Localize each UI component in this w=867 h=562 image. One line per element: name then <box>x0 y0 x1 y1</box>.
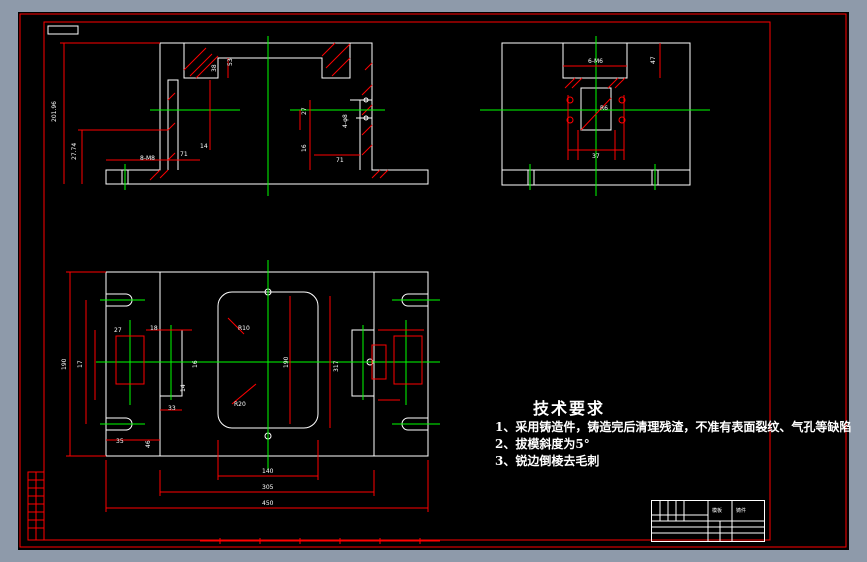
side-view <box>480 36 710 196</box>
title-block-name: 模板 <box>712 508 723 514</box>
dim-6m6: 6-M6 <box>588 58 603 65</box>
drawing-sheet: 201.96 27.74 8-M8 71 14 38 53 27 4-φ8 16… <box>18 12 849 550</box>
dim-plan-33: 33 <box>168 405 176 412</box>
plan-dim-text: 190 17 27 18 16 33 35 14 46 190 317 R10 … <box>61 325 340 507</box>
corner-tag <box>47 25 79 35</box>
tech-title: 技术要求 <box>533 399 606 418</box>
plan-view <box>66 260 440 512</box>
dim-53: 53 <box>227 58 234 66</box>
dim-side-r: R6 <box>600 105 608 112</box>
plan-dims <box>66 271 429 512</box>
front-view <box>60 36 429 196</box>
dim-plan-14: 14 <box>180 384 187 392</box>
title-block-material: 铸件 <box>736 508 747 514</box>
dim-right-71: 71 <box>336 157 344 164</box>
dim-14: 14 <box>200 143 208 150</box>
dim-right-27: 27 <box>301 107 308 115</box>
left-legend <box>27 471 45 541</box>
dim-plan-18: 18 <box>150 325 158 332</box>
dim-total-height: 201.96 <box>51 101 58 122</box>
dim-16: 16 <box>301 144 308 152</box>
dim-plan-inner: 190 <box>283 356 290 368</box>
dim-plan-r20: R20 <box>234 401 246 408</box>
dim-plan-h1: 190 <box>61 358 68 370</box>
dim-71: 71 <box>180 151 188 158</box>
dim-plan-h2: 17 <box>77 360 84 368</box>
plan-centerlines <box>96 260 440 470</box>
front-centerlines <box>124 36 385 196</box>
dim-4phi8: 4-φ8 <box>342 114 349 128</box>
side-hatch <box>564 77 626 89</box>
drawing-canvas: 201.96 27.74 8-M8 71 14 38 53 27 4-φ8 16… <box>19 13 847 548</box>
dim-plan-305: 305 <box>262 484 274 491</box>
dim-plan-16: 16 <box>192 360 199 368</box>
title-block-grid <box>652 501 764 541</box>
technical-requirements: 技术要求 1、采用铸造件，铸造完后清理残渣，不准有表面裂纹、气孔等缺陷 2、拔模… <box>495 395 851 470</box>
tech-line-1: 1、采用铸造件，铸造完后清理残渣，不准有表面裂纹、气孔等缺陷 <box>495 420 852 434</box>
bottom-scale <box>200 538 440 544</box>
dim-plan-450: 450 <box>262 500 274 507</box>
dim-plan-46: 46 <box>145 440 152 448</box>
inner-frame <box>43 21 771 541</box>
dim-38: 38 <box>211 64 218 72</box>
front-holes <box>121 97 372 184</box>
outer-frame <box>19 13 847 548</box>
front-hatch <box>149 42 389 181</box>
side-dim-text: 6-M6 47 37 R6 <box>588 56 657 160</box>
dim-plan-317: 317 <box>333 360 340 372</box>
tech-line-3: 3、锐边倒棱去毛刺 <box>495 454 600 468</box>
front-dims <box>60 42 360 184</box>
front-dim-text: 201.96 27.74 8-M8 71 14 38 53 27 4-φ8 16… <box>51 58 349 164</box>
dim-plan-27: 27 <box>114 327 122 334</box>
dim-m8: 8-M8 <box>140 155 155 162</box>
title-block: 模板 铸件 <box>651 500 765 542</box>
side-dims <box>563 43 661 160</box>
plan-slots <box>106 288 428 440</box>
dim-37: 37 <box>592 153 600 160</box>
dim-plan-35: 35 <box>116 438 124 445</box>
side-centerlines <box>480 36 710 196</box>
tech-line-2: 2、拔模斜度为5° <box>495 437 590 451</box>
dim-plan-r10: R10 <box>238 325 250 332</box>
dim-plan-140: 140 <box>262 468 274 475</box>
dim-side-47: 47 <box>650 56 657 64</box>
dim-27: 27.74 <box>71 143 78 160</box>
